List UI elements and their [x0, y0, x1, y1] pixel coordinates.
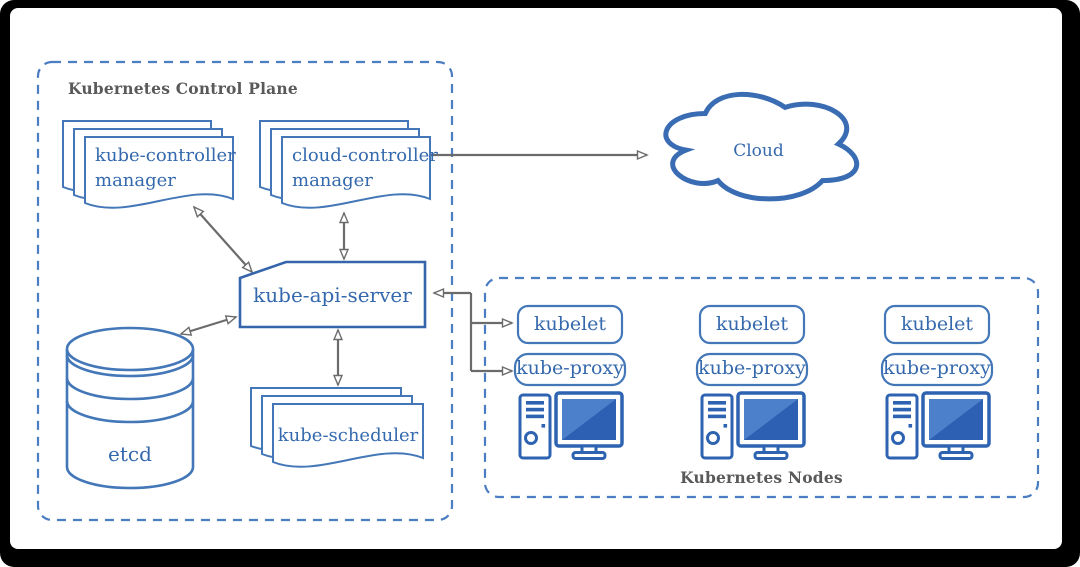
connectors	[181, 155, 647, 385]
kube-proxy-label-3: kube-proxy	[883, 357, 991, 379]
kube-controller-manager-line2: manager	[95, 170, 176, 191]
computer-icon	[700, 391, 806, 461]
cloud-controller-manager-line1: cloud-controller	[292, 145, 438, 166]
control-plane-box	[36, 60, 454, 522]
kubelet-shape	[883, 304, 991, 345]
arrow-etcd-apiserver	[181, 317, 236, 334]
control-plane-title: Kubernetes Control Plane	[68, 79, 298, 98]
kube-controller-manager-line1: kube-controller	[95, 145, 236, 166]
node-1	[513, 304, 627, 461]
cylinder-top	[65, 326, 195, 372]
kube-controller-manager-label: kube-controller manager	[95, 143, 236, 193]
kube-proxy-shape	[880, 352, 994, 387]
cylinder-ring	[65, 354, 195, 378]
kube-scheduler-label: kube-scheduler	[277, 425, 419, 446]
arrow-kcm-apiserver	[194, 207, 252, 272]
etcd-label: etcd	[108, 442, 152, 466]
kubelet-label-3: kubelet	[900, 313, 974, 335]
node-2	[695, 304, 809, 461]
kubelet-label-1: kubelet	[533, 313, 607, 335]
kube-proxy-shape	[695, 352, 809, 387]
kube-proxy-shape	[513, 352, 627, 387]
cylinder-ring	[65, 377, 195, 401]
database-cylinder-icon	[65, 349, 195, 490]
document-stack-icon	[281, 136, 431, 209]
kube-proxy-label-1: kube-proxy	[516, 357, 624, 379]
kubelet-shape	[698, 304, 806, 345]
cloud-controller-manager-shape	[259, 120, 431, 209]
kubelet-label-2: kubelet	[715, 313, 789, 335]
cloud-label: Cloud	[733, 141, 784, 161]
node-3	[880, 304, 994, 461]
kube-api-server-label: kube-api-server	[253, 283, 412, 307]
kube-api-server-shape	[238, 260, 427, 329]
cloud-controller-manager-line2: manager	[292, 170, 373, 191]
etcd-shape	[65, 326, 195, 490]
document-stack-icon	[84, 136, 234, 209]
computer-icon	[885, 391, 991, 461]
computer-icon	[518, 391, 624, 461]
nodes-box	[483, 276, 1040, 499]
cloud-controller-manager-label: cloud-controller manager	[292, 143, 438, 193]
nodes-title: Kubernetes Nodes	[680, 468, 843, 487]
kube-proxy-label-2: kube-proxy	[698, 357, 806, 379]
cloud-icon	[663, 91, 860, 202]
kubelet-shape	[516, 304, 624, 345]
cylinder-ring	[65, 400, 195, 424]
kube-controller-manager-shape	[62, 120, 234, 209]
kube-scheduler-shape	[250, 387, 424, 468]
document-stack-icon	[272, 403, 424, 468]
